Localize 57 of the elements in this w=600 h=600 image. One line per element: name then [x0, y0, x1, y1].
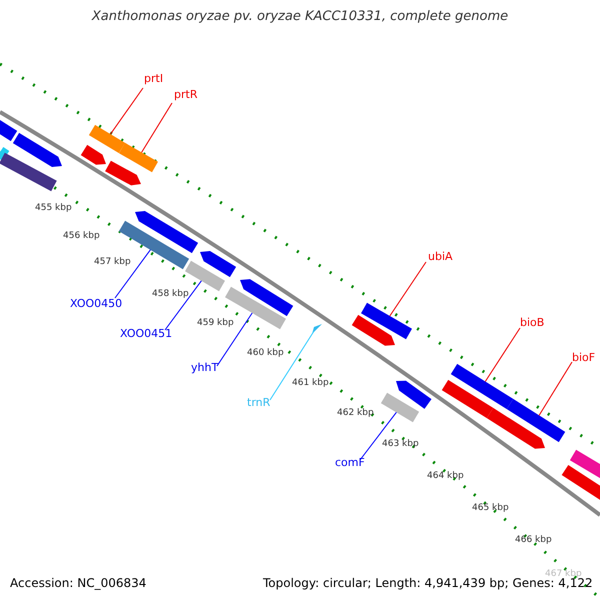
scale-label: 464 kbp — [427, 472, 464, 481]
gene-bar — [361, 302, 412, 340]
gene-label: ubiA — [428, 251, 453, 262]
gene-bar — [0, 118, 18, 142]
gene-bar — [105, 160, 141, 186]
accession-text: Accession: NC_006834 — [10, 577, 146, 589]
gene-bar — [88, 124, 126, 154]
gene-label: XOO0451 — [120, 328, 172, 339]
scale-label: 461 kbp — [292, 379, 329, 388]
gene-bar — [12, 132, 62, 167]
title: Xanthomonas oryzae pv. oryzae KACC10331, complete genome — [90, 10, 510, 23]
leader-line — [360, 412, 397, 460]
gene-bar — [380, 392, 420, 422]
leader-line — [484, 328, 520, 382]
gene-label: prtR — [174, 89, 198, 100]
leader-line — [538, 362, 572, 416]
gene-label: yhhT — [191, 362, 218, 373]
genome-info-text: Topology: circular; Length: 4,941,439 bp; Genes: 4,122 — [263, 577, 593, 589]
gene-label: comF — [335, 457, 365, 468]
gene-bar — [450, 364, 514, 410]
gene-label: bioB — [520, 317, 544, 328]
gene-bar — [240, 279, 294, 316]
gene-label: XOO0450 — [70, 298, 122, 309]
scale-label: 459 kbp — [197, 319, 234, 328]
gene-bar — [200, 251, 236, 278]
gene-bar — [0, 152, 57, 192]
gene-bar — [506, 398, 566, 442]
trna-marker — [312, 324, 322, 334]
gene-bar — [486, 408, 545, 449]
leader-line — [389, 262, 426, 316]
scale-label: 456 kbp — [63, 232, 100, 241]
leader-line — [110, 88, 144, 135]
scale-label: 467 kbp — [545, 570, 582, 579]
leader-line — [270, 330, 314, 400]
scale-label: 457 kbp — [94, 258, 131, 267]
gene-label: bioF — [572, 352, 596, 363]
gene-label: trnR — [247, 397, 270, 408]
gene-bar — [119, 142, 158, 172]
gene-bar — [80, 144, 106, 165]
leader-line — [141, 102, 172, 153]
scale-label: 460 kbp — [247, 349, 284, 358]
leader-line — [216, 312, 253, 366]
leader-line — [114, 249, 151, 298]
gene-label: prtI — [144, 73, 164, 84]
gene-bar — [570, 450, 600, 480]
leader-line — [164, 280, 202, 330]
gene-bar — [562, 465, 600, 501]
gene-bar — [442, 380, 494, 418]
scale-label: 465 kbp — [472, 504, 509, 513]
scale-label: 455 kbp — [35, 204, 72, 213]
scale-label: 466 kbp — [515, 536, 552, 545]
gene-bar — [135, 211, 198, 254]
scale-label: 463 kbp — [382, 440, 419, 449]
scale-label: 458 kbp — [152, 290, 189, 299]
scale-label: 462 kbp — [337, 409, 374, 418]
gene-bar — [352, 314, 395, 346]
gene-bar — [396, 380, 432, 409]
